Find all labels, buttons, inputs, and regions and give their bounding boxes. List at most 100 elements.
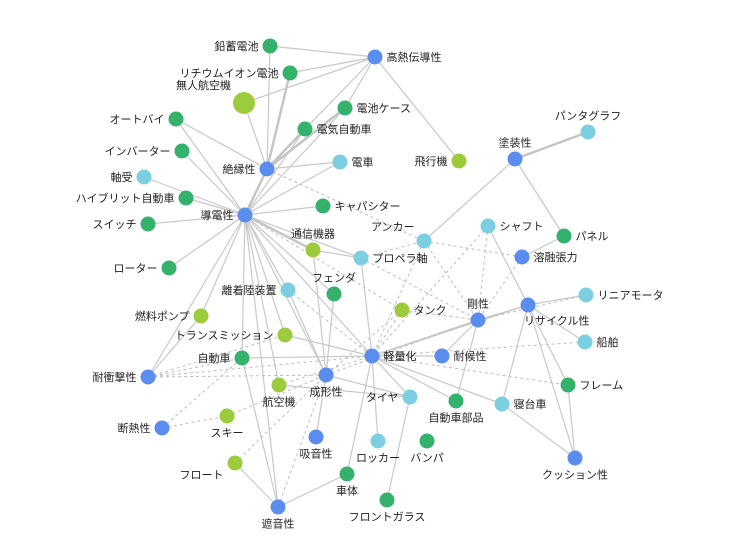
node-circle[interactable] <box>140 369 156 385</box>
node-n34[interactable]: 船舶 <box>577 334 619 350</box>
node-n47[interactable]: 吸音性 <box>300 429 333 461</box>
node-n31[interactable]: 剛性 <box>467 297 489 328</box>
node-n8[interactable]: インバーター <box>105 143 190 159</box>
node-n36[interactable]: 軽量化 <box>364 348 417 364</box>
node-circle[interactable] <box>448 393 464 409</box>
node-n39[interactable]: 成形性 <box>310 367 343 399</box>
node-n16[interactable]: キャパシター <box>315 198 401 214</box>
node-n52[interactable]: 車体 <box>336 466 358 498</box>
node-circle[interactable] <box>315 198 331 214</box>
node-circle[interactable] <box>154 420 170 436</box>
node-circle[interactable] <box>168 111 184 127</box>
node-circle[interactable] <box>280 282 296 298</box>
node-n28[interactable]: リニアモータ <box>578 287 664 303</box>
node-circle[interactable] <box>364 348 380 364</box>
node-n29[interactable]: 燃料ポンプ <box>135 308 209 324</box>
node-circle[interactable] <box>140 216 156 232</box>
node-n54[interactable]: 遮音性 <box>262 499 295 531</box>
node-circle[interactable] <box>578 287 594 303</box>
node-n17[interactable]: スイッチ <box>93 216 156 232</box>
node-circle[interactable] <box>556 228 572 244</box>
node-circle[interactable] <box>297 121 313 137</box>
node-circle[interactable] <box>451 153 467 169</box>
node-n51[interactable]: フロート <box>180 455 243 482</box>
node-n11[interactable]: 飛行機 <box>415 153 467 169</box>
node-circle[interactable] <box>394 302 410 318</box>
node-circle[interactable] <box>332 154 348 170</box>
node-circle[interactable] <box>402 389 418 405</box>
node-circle[interactable] <box>270 499 286 515</box>
node-circle[interactable] <box>193 308 209 324</box>
node-n50[interactable]: クッション性 <box>542 450 608 482</box>
node-circle[interactable] <box>161 260 177 276</box>
node-circle[interactable] <box>520 297 536 313</box>
node-circle[interactable] <box>219 408 235 424</box>
node-circle[interactable] <box>419 433 435 449</box>
node-n12[interactable]: 塗装性 <box>499 136 532 167</box>
node-circle[interactable] <box>567 450 583 466</box>
node-n37[interactable]: 耐候性 <box>434 348 487 364</box>
node-n6[interactable]: オートバイ <box>110 111 184 127</box>
node-circle[interactable] <box>305 242 321 258</box>
node-n1[interactable]: 鉛蓄電池 <box>215 38 278 54</box>
node-n20[interactable]: シャフト <box>480 218 544 234</box>
node-n4[interactable]: 高熱伝導性 <box>367 49 442 65</box>
node-n2[interactable]: リチウムイオン電池 <box>180 65 298 81</box>
node-n7[interactable]: 電気自動車 <box>297 121 372 137</box>
node-circle[interactable] <box>282 65 298 81</box>
node-circle[interactable] <box>507 151 523 167</box>
node-circle[interactable] <box>370 433 386 449</box>
node-circle[interactable] <box>234 350 250 366</box>
node-n35[interactable]: 自動車 <box>198 350 250 366</box>
node-circle[interactable] <box>367 49 383 65</box>
node-circle[interactable] <box>353 250 369 266</box>
node-n14[interactable]: 軸受 <box>111 169 152 185</box>
node-n27[interactable]: 離着陸装置 <box>222 282 296 298</box>
node-circle[interactable] <box>337 100 353 116</box>
node-n21[interactable]: パネル <box>556 228 609 244</box>
node-circle[interactable] <box>178 190 194 206</box>
node-n43[interactable]: 寝台車 <box>494 396 547 412</box>
node-circle[interactable] <box>136 169 152 185</box>
node-n38[interactable]: 耐衝撃性 <box>93 369 156 385</box>
node-n15[interactable]: ハイブリット自動車 <box>76 190 194 206</box>
node-n53[interactable]: フロントガラス <box>349 492 426 524</box>
node-n19[interactable]: アンカー <box>371 221 432 249</box>
node-n9[interactable]: 絶縁性 <box>223 161 275 177</box>
node-circle[interactable] <box>262 38 278 54</box>
node-n24[interactable]: 溶融張力 <box>514 249 578 265</box>
node-circle[interactable] <box>379 492 395 508</box>
node-n41[interactable]: 航空機 <box>263 377 296 409</box>
node-circle[interactable] <box>174 143 190 159</box>
node-circle[interactable] <box>259 161 275 177</box>
node-n22[interactable]: 通信機器 <box>291 227 335 258</box>
node-circle[interactable] <box>326 286 342 302</box>
node-n23[interactable]: プロペラ軸 <box>353 250 428 266</box>
node-n5[interactable]: 電池ケース <box>337 100 411 116</box>
node-n13[interactable]: パンタグラフ <box>555 109 622 140</box>
node-n3[interactable]: 無人航空機 <box>176 78 255 114</box>
node-circle[interactable] <box>494 396 510 412</box>
node-circle[interactable] <box>580 124 596 140</box>
node-n33[interactable]: トランスミッション <box>175 327 293 343</box>
node-n45[interactable]: 断熱性 <box>118 420 170 436</box>
node-n30[interactable]: タンク <box>394 302 447 318</box>
node-n48[interactable]: ロッカー <box>356 433 400 465</box>
node-n18[interactable]: 導電性 <box>201 207 253 223</box>
node-circle[interactable] <box>233 92 255 114</box>
node-n44[interactable]: 自動車部品 <box>429 393 484 425</box>
node-n40[interactable]: フレーム <box>560 377 624 393</box>
node-circle[interactable] <box>271 377 287 393</box>
node-n26[interactable]: フェンダ <box>312 271 356 302</box>
node-n46[interactable]: スキー <box>211 408 244 440</box>
node-circle[interactable] <box>237 207 253 223</box>
node-n42[interactable]: タイヤ <box>366 389 418 405</box>
node-circle[interactable] <box>577 334 593 350</box>
node-n49[interactable]: バンパ <box>410 433 444 465</box>
node-circle[interactable] <box>470 312 486 328</box>
node-n32[interactable]: リサイクル性 <box>520 297 590 328</box>
node-circle[interactable] <box>514 249 530 265</box>
node-circle[interactable] <box>277 327 293 343</box>
node-circle[interactable] <box>434 348 450 364</box>
node-circle[interactable] <box>318 367 334 383</box>
